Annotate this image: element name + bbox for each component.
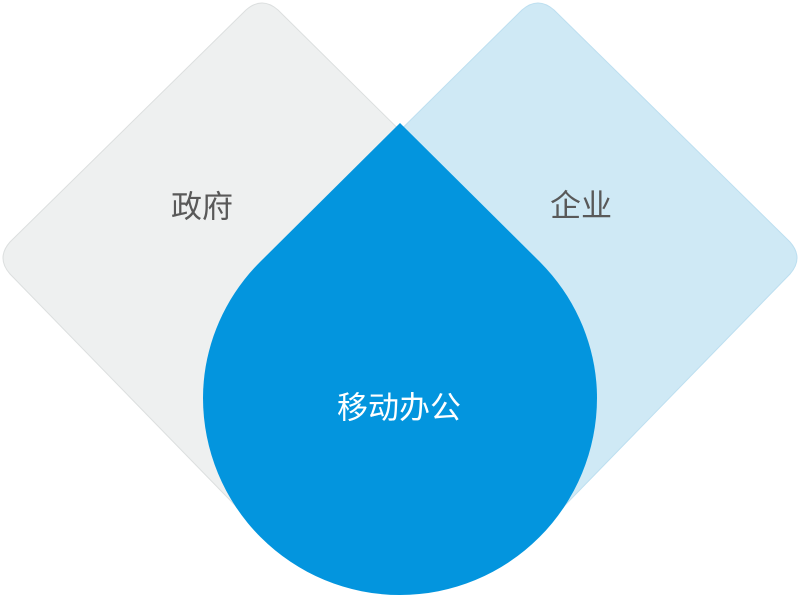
government-label: 政府: [171, 189, 233, 226]
enterprise-label: 企业: [550, 188, 612, 225]
mobile-office-droplet: [203, 123, 597, 595]
mobile-office-label: 移动办公: [337, 390, 461, 427]
